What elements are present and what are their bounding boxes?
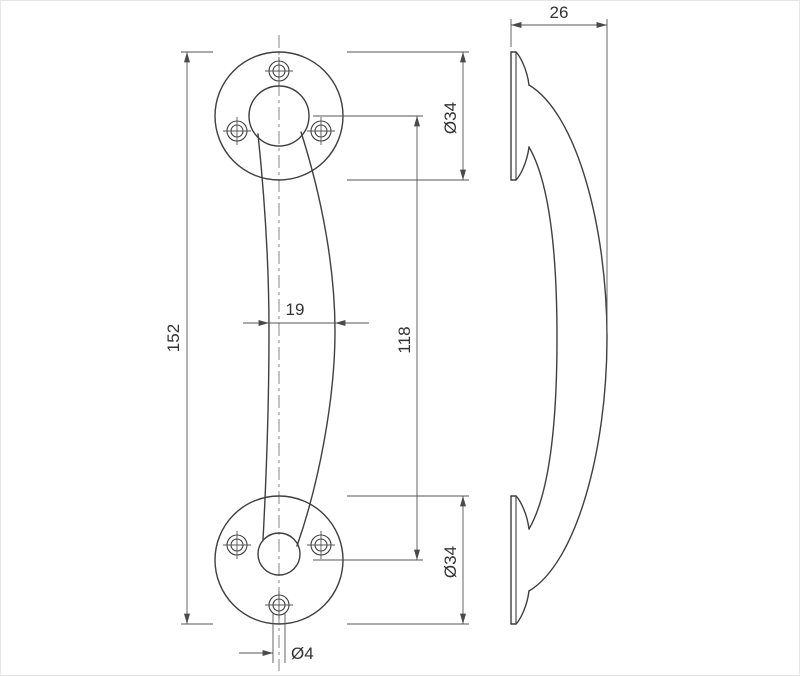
dimensions: 152 Ø34 118 19 Ø34 xyxy=(164,3,608,663)
handle-right-edge xyxy=(296,131,336,547)
side-view xyxy=(510,51,608,625)
handle-outer-curve xyxy=(528,84,608,592)
dim-overall-height: 152 xyxy=(164,51,213,625)
dim-projection-label: 26 xyxy=(550,3,569,22)
screw-hole-top xyxy=(264,56,294,86)
dim-grip-width-label: 19 xyxy=(286,300,305,319)
top-rose-inner-circle xyxy=(248,85,310,147)
dim-fixing-centres: 118 xyxy=(313,115,423,561)
dim-screw-hole-diameter: Ø4 xyxy=(239,613,314,663)
front-view xyxy=(214,35,344,671)
screw-hole-top-left xyxy=(222,116,252,146)
dim-projection: 26 xyxy=(510,3,608,333)
dim-fixing-centres-label: 118 xyxy=(395,326,414,353)
handle-inner-curve xyxy=(528,146,558,530)
handle-left-edge xyxy=(257,133,270,541)
dim-screw-hole-diameter-label: Ø4 xyxy=(291,644,314,663)
screw-hole-bottom-right xyxy=(306,530,336,560)
screw-hole-bottom-left xyxy=(222,530,252,560)
dim-top-rose-diameter: Ø34 xyxy=(347,51,469,181)
dim-overall-height-label: 152 xyxy=(164,324,183,352)
screw-hole-top-right xyxy=(306,116,336,146)
dim-grip-width: 19 xyxy=(243,300,369,327)
handle-front xyxy=(257,131,336,547)
side-bottom-rose xyxy=(510,495,530,625)
screw-hole-bottom xyxy=(264,590,294,620)
dim-bottom-rose-diameter: Ø34 xyxy=(347,495,469,625)
side-top-rose xyxy=(510,51,530,181)
side-handle xyxy=(528,84,608,592)
handle-end-circle xyxy=(257,532,301,576)
dim-bottom-rose-diameter-label: Ø34 xyxy=(441,546,460,578)
dim-top-rose-diameter-label: Ø34 xyxy=(441,102,460,134)
